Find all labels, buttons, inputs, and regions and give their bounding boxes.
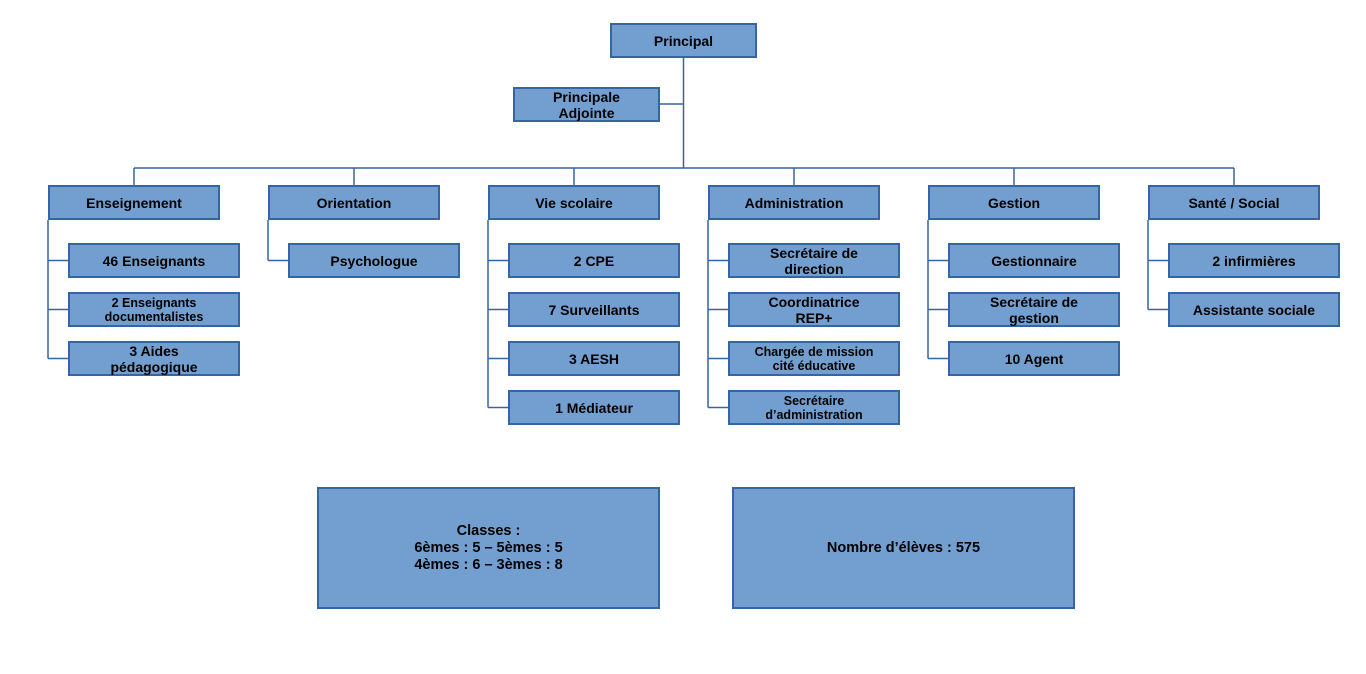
staff-box: 2 infirmières xyxy=(1168,243,1340,278)
staff-box: Secrétaire de direction xyxy=(728,243,900,278)
staff-box: Gestionnaire xyxy=(948,243,1120,278)
department-gestion: Gestion xyxy=(928,185,1100,220)
department-orientation: Orientation xyxy=(268,185,440,220)
principale-adjointe-box: Principale Adjointe xyxy=(513,87,660,122)
staff-box: 3 AESH xyxy=(508,341,680,376)
staff-box: 3 Aides pédagogique xyxy=(68,341,240,376)
staff-box: Chargée de mission cité éducative xyxy=(728,341,900,376)
staff-box: 2 CPE xyxy=(508,243,680,278)
staff-box: Coordinatrice REP+ xyxy=(728,292,900,327)
department-administration: Administration xyxy=(708,185,880,220)
staff-box: 46 Enseignants xyxy=(68,243,240,278)
principal-box: Principal xyxy=(610,23,757,58)
staff-box: Secrétaire de gestion xyxy=(948,292,1120,327)
staff-box: 2 Enseignants documentalistes xyxy=(68,292,240,327)
staff-box: 7 Surveillants xyxy=(508,292,680,327)
staff-box: Psychologue xyxy=(288,243,460,278)
staff-box: Secrétaire d’administration xyxy=(728,390,900,425)
classes-info-box: Classes : 6èmes : 5 – 5èmes : 5 4èmes : … xyxy=(317,487,660,609)
department-sante-social: Santé / Social xyxy=(1148,185,1320,220)
staff-box: 10 Agent xyxy=(948,341,1120,376)
eleves-info-box: Nombre d’élèves : 575 xyxy=(732,487,1075,609)
department-vie-scolaire: Vie scolaire xyxy=(488,185,660,220)
staff-box: Assistante sociale xyxy=(1168,292,1340,327)
staff-box: 1 Médiateur xyxy=(508,390,680,425)
department-enseignement: Enseignement xyxy=(48,185,220,220)
